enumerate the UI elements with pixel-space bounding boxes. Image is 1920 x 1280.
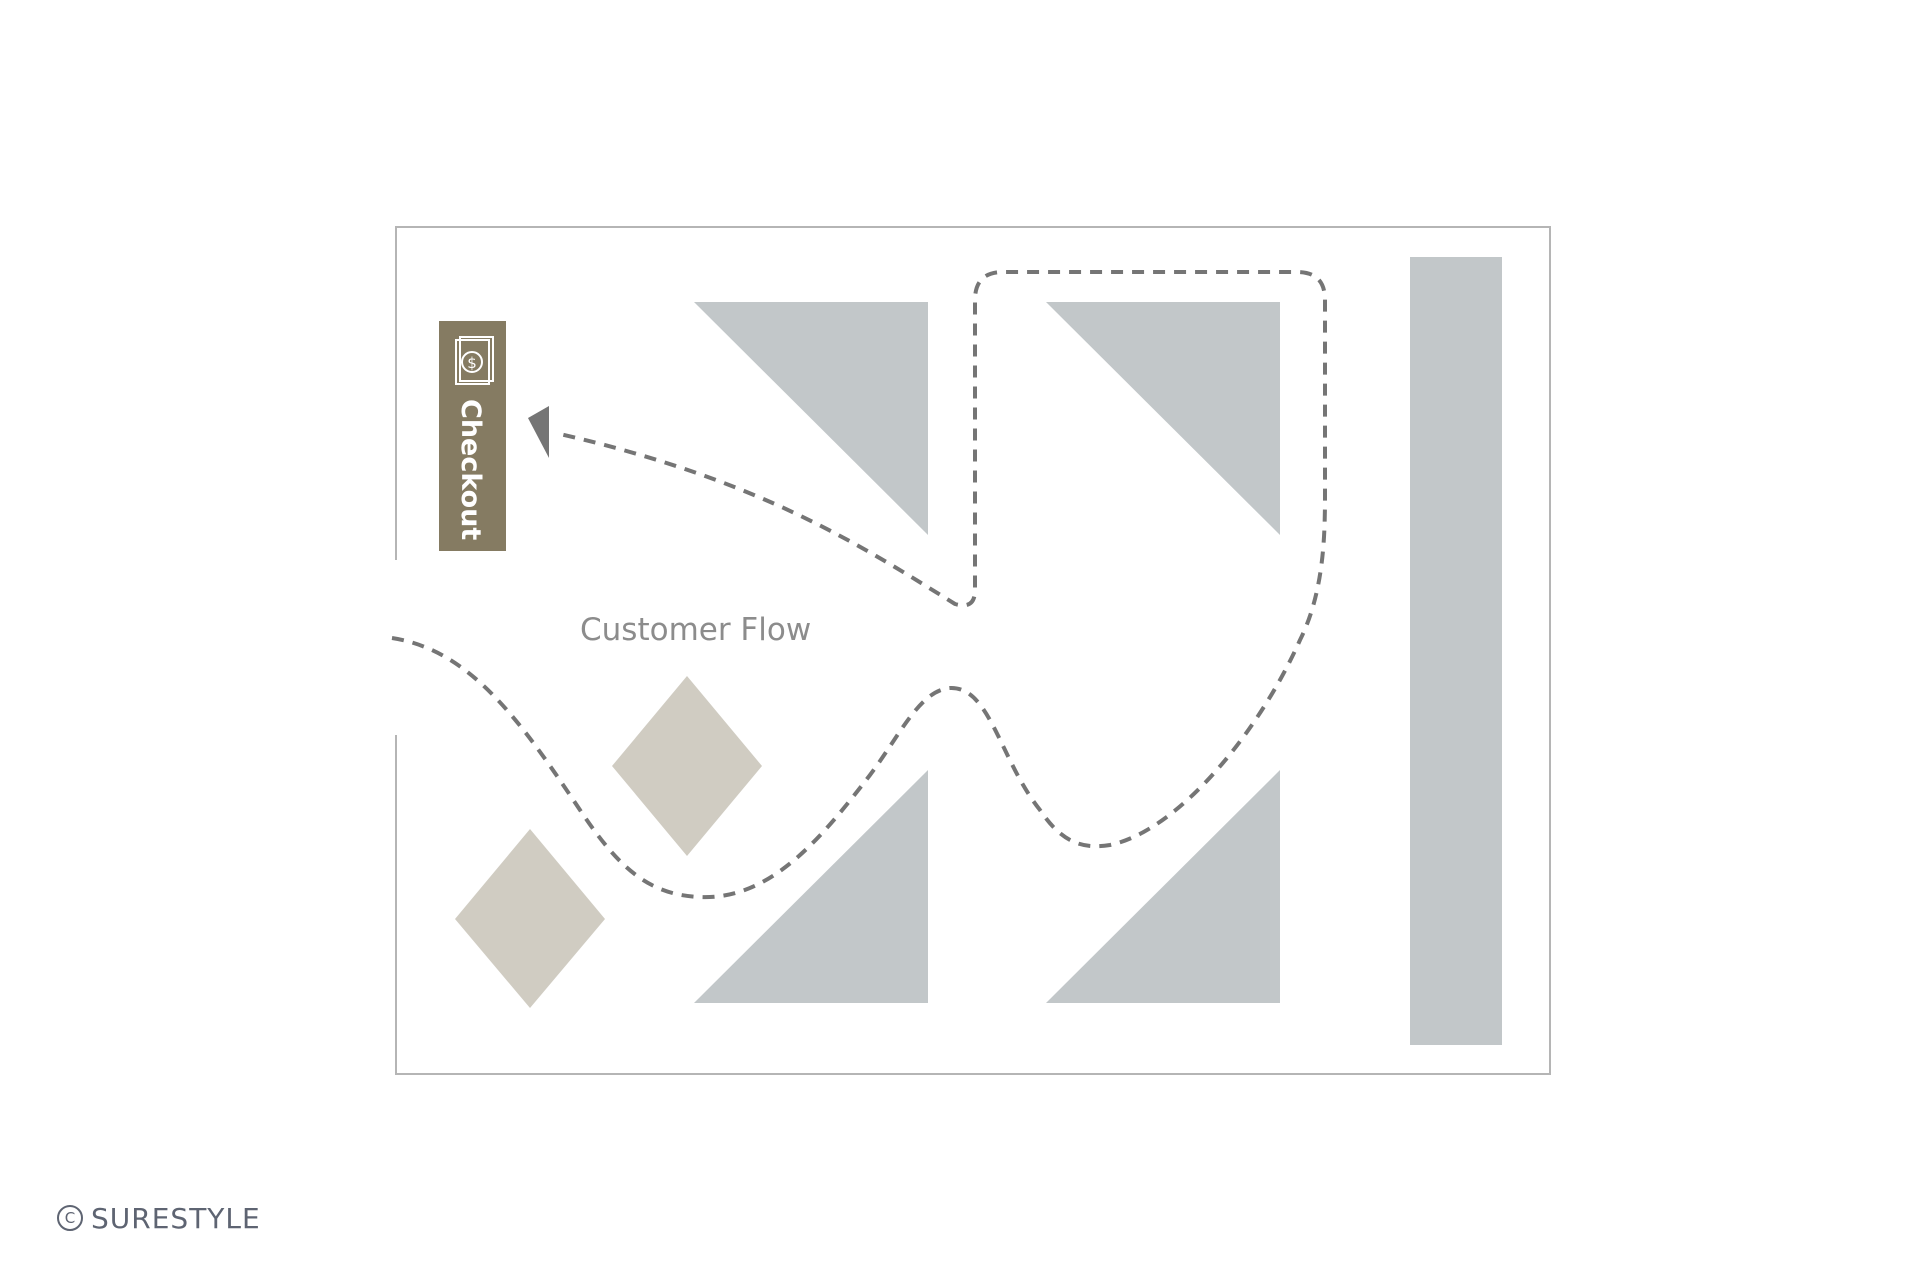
shelf-top-left <box>694 302 928 535</box>
customer-flow-label: Customer Flow <box>580 612 811 648</box>
brand-name: SURESTYLE <box>91 1201 261 1235</box>
copyright-icon: C <box>57 1205 83 1231</box>
checkout-label: Checkout <box>455 399 486 540</box>
checkout-counter: $ Checkout <box>439 321 506 551</box>
store-wall <box>395 226 1551 1075</box>
shelf-top-right <box>1046 302 1280 535</box>
checkout-box <box>439 321 506 551</box>
wall-shelf-right <box>1410 257 1502 1045</box>
shelf-bottom-right <box>1046 770 1280 1003</box>
display-table-lower <box>455 829 605 1008</box>
display-table-upper <box>612 676 762 856</box>
customer-flow-path <box>391 270 1327 900</box>
svg-text:$: $ <box>467 354 477 372</box>
money-icon: $ <box>455 336 494 385</box>
store-outline <box>395 226 1551 1075</box>
copyright-notice: C SURESTYLE <box>57 1200 261 1236</box>
flow-arrowhead <box>528 406 549 458</box>
shelf-bottom-left <box>694 770 928 1003</box>
